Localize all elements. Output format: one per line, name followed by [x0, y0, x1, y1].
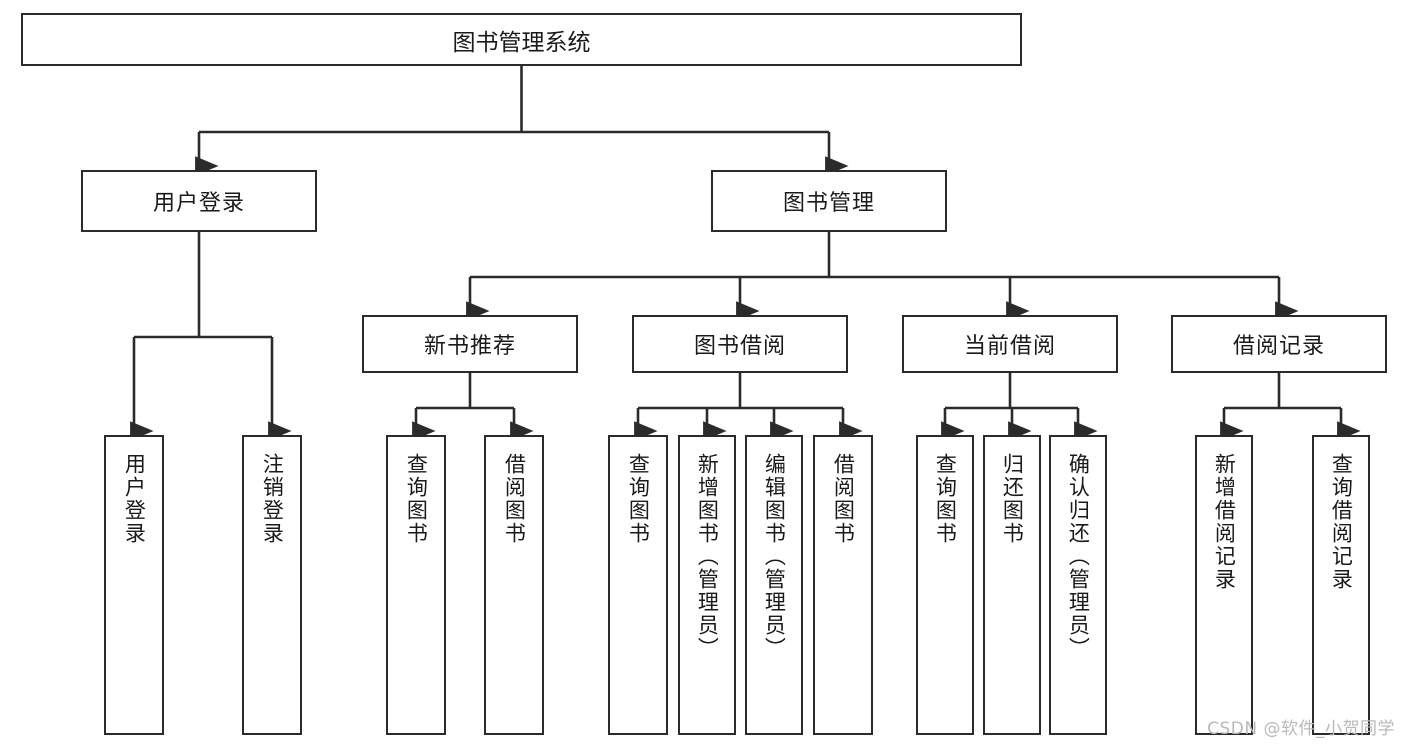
node-label: 图书管理 [782, 191, 875, 216]
leaf-label: 查询图书 [933, 453, 958, 545]
node-new-book-rec[interactable]: 新书推荐 [362, 315, 578, 373]
leaf-leaf-add-book[interactable]: 新增图书（管理员） [678, 435, 736, 735]
leaf-leaf-borrow-book-1[interactable]: 借阅图书 [484, 435, 544, 735]
leaf-label: 注销登录 [260, 453, 285, 545]
node-label: 图书借阅 [693, 334, 786, 359]
leaf-label: 查询图书 [404, 453, 429, 545]
node-label: 当前借阅 [963, 334, 1056, 359]
node-label: 用户登录 [152, 191, 245, 216]
leaf-leaf-query-book-2[interactable]: 查询图书 [608, 435, 668, 735]
node-label: 借阅记录 [1232, 334, 1325, 359]
node-book-manage[interactable]: 图书管理 [711, 170, 947, 232]
leaf-leaf-return-book[interactable]: 归还图书 [983, 435, 1041, 735]
node-current-borrow[interactable]: 当前借阅 [902, 315, 1118, 373]
leaf-label: 查询借阅记录 [1329, 453, 1354, 591]
leaf-leaf-add-record[interactable]: 新增借阅记录 [1195, 435, 1253, 735]
root-node-book-management-system[interactable]: 图书管理系统 [21, 13, 1022, 66]
leaf-leaf-query-record[interactable]: 查询借阅记录 [1312, 435, 1370, 735]
node-label: 图书管理系统 [452, 29, 591, 56]
leaf-label: 借阅图书 [502, 453, 527, 545]
leaf-leaf-logout[interactable]: 注销登录 [242, 435, 302, 735]
node-user-login[interactable]: 用户登录 [81, 170, 317, 232]
leaf-label: 新增图书（管理员） [695, 453, 720, 660]
leaf-leaf-edit-book[interactable]: 编辑图书（管理员） [745, 435, 803, 735]
leaf-leaf-borrow-book-2[interactable]: 借阅图书 [813, 435, 873, 735]
leaf-leaf-confirm-return[interactable]: 确认归还（管理员） [1049, 435, 1107, 735]
node-book-borrow[interactable]: 图书借阅 [632, 315, 848, 373]
leaf-label: 查询图书 [626, 453, 651, 545]
leaf-label: 借阅图书 [831, 453, 856, 545]
leaf-leaf-query-book-3[interactable]: 查询图书 [916, 435, 974, 735]
node-borrow-record[interactable]: 借阅记录 [1171, 315, 1387, 373]
leaf-label: 归还图书 [1000, 453, 1025, 545]
leaf-label: 编辑图书（管理员） [762, 453, 787, 660]
leaf-label: 确认归还（管理员） [1066, 453, 1091, 660]
leaf-label: 用户登录 [122, 453, 147, 545]
leaf-leaf-query-book-1[interactable]: 查询图书 [386, 435, 446, 735]
leaf-label: 新增借阅记录 [1212, 453, 1237, 591]
leaf-leaf-user-login[interactable]: 用户登录 [104, 435, 164, 735]
node-label: 新书推荐 [423, 334, 516, 359]
